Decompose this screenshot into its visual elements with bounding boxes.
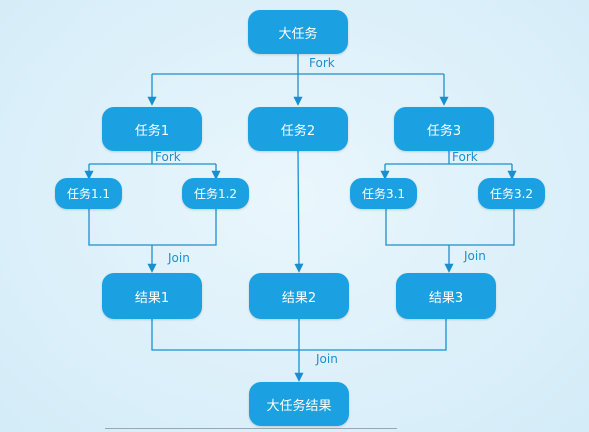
node-task3-2[interactable]: 任务3.2	[478, 178, 545, 209]
node-task1-2[interactable]: 任务1.2	[182, 178, 249, 209]
node-result1[interactable]: 结果1	[102, 273, 202, 319]
label-join-right: Join	[464, 249, 486, 263]
node-task2[interactable]: 任务2	[248, 107, 348, 151]
label-join-left: Join	[168, 251, 190, 265]
node-task1-1[interactable]: 任务1.1	[55, 178, 122, 209]
label-join-bottom: Join	[316, 352, 338, 366]
edge-join-left	[88, 209, 217, 246]
node-big-result[interactable]: 大任务结果	[249, 382, 349, 426]
divider	[105, 428, 397, 429]
node-task1[interactable]: 任务1	[102, 107, 202, 151]
edge-task2-to-result2	[294, 150, 304, 273]
label-fork-top: Fork	[309, 56, 335, 70]
edge-join-right	[385, 209, 515, 246]
node-result2[interactable]: 结果2	[249, 273, 349, 319]
node-task3-1[interactable]: 任务3.1	[350, 178, 417, 209]
node-result3[interactable]: 结果3	[396, 273, 496, 319]
label-fork-right: Fork	[452, 150, 478, 164]
node-task3[interactable]: 任务3	[394, 107, 494, 151]
node-big-task[interactable]: 大任务	[248, 10, 348, 54]
label-fork-left: Fork	[155, 150, 181, 164]
